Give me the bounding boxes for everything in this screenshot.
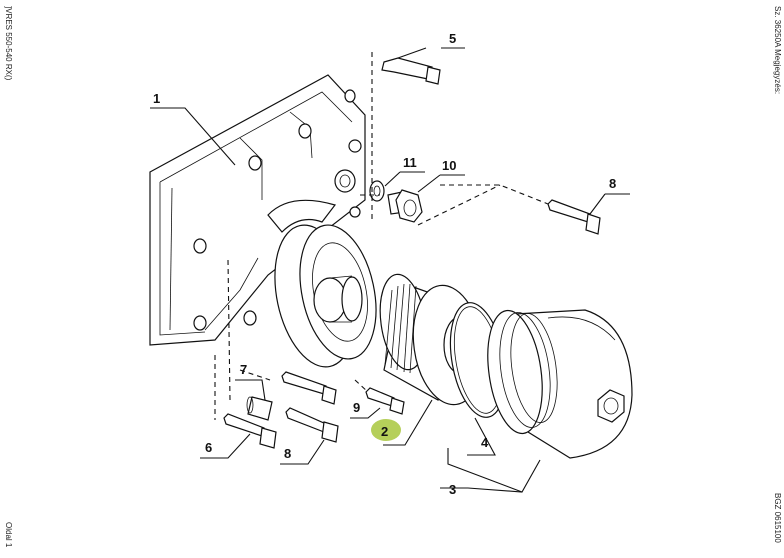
- sleeve-part-7: [246, 396, 273, 421]
- callout-8-upper: 8: [609, 176, 616, 191]
- bolt-part-8-upper: [547, 199, 601, 235]
- drain-plug-part-10: [387, 189, 423, 223]
- callout-1: 1: [153, 91, 160, 106]
- callout-11: 11: [403, 155, 417, 170]
- washer-part-11: [369, 180, 385, 202]
- bolt-part-6: [223, 413, 277, 449]
- callout-9: 9: [353, 400, 360, 415]
- housing-part-1: [149, 74, 366, 346]
- leader-lines: [150, 47, 630, 493]
- filter-cover-part-3: [487, 309, 633, 459]
- bolt-part-5: [381, 57, 441, 85]
- callout-2-highlight: [371, 419, 401, 441]
- callout-7: 7: [240, 362, 247, 377]
- bolt-part-9: [365, 387, 405, 415]
- callout-6: 6: [205, 440, 212, 455]
- bolt-part-8-lower: [285, 407, 339, 443]
- callout-3: 3: [449, 482, 456, 497]
- callout-4: 4: [481, 435, 489, 450]
- callout-5: 5: [449, 31, 456, 46]
- assembly-guide-lines: [214, 52, 549, 420]
- filter-head-adapter: [267, 199, 377, 368]
- filter-cartridge-part-2: [379, 273, 484, 406]
- callout-10: 10: [442, 158, 456, 173]
- callout-8-lower: 8: [284, 446, 291, 461]
- callout-2: 2: [381, 424, 388, 439]
- bolt-part-7-long: [281, 371, 337, 405]
